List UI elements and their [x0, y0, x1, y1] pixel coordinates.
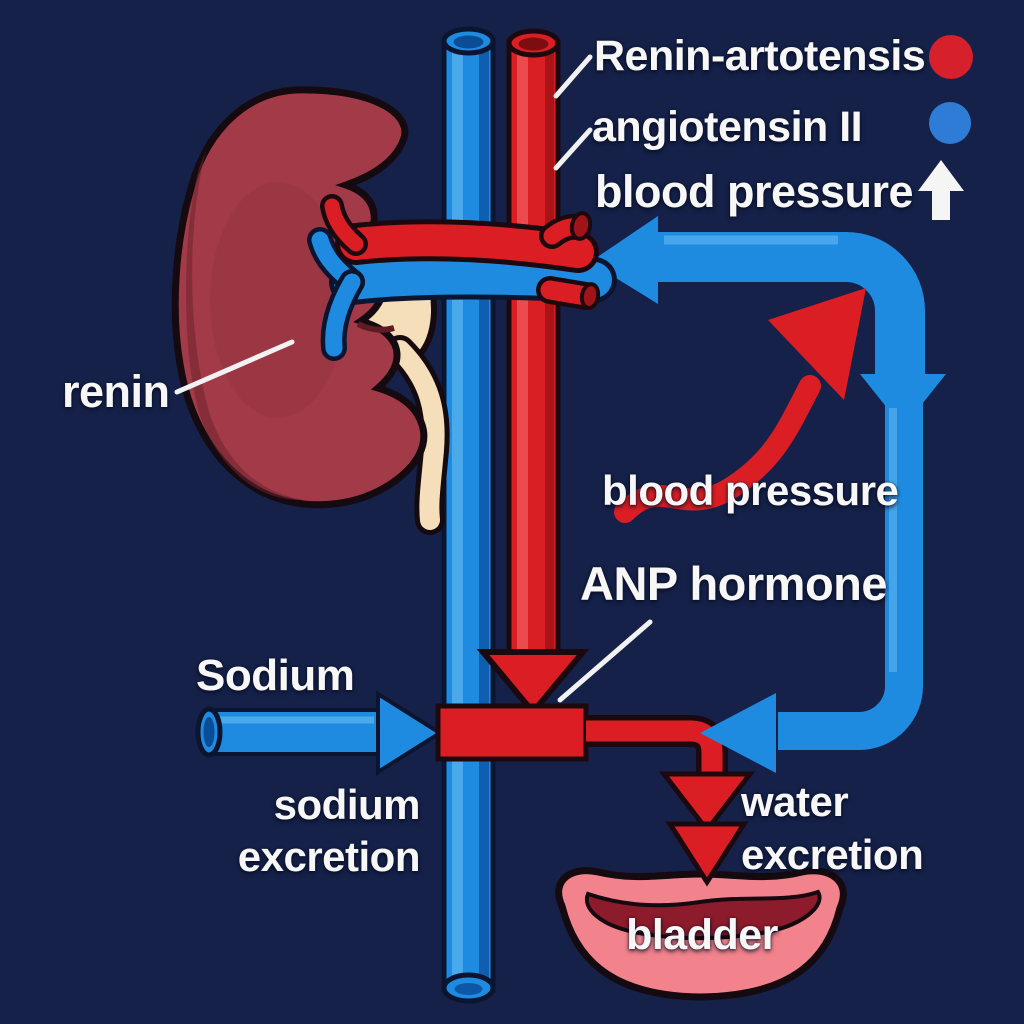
legend-label-renin-angiotensin: Renin-artotensis	[594, 32, 926, 80]
artery-stub-upper-cap	[569, 211, 593, 241]
sodium-excretion-line2: excretion	[237, 833, 421, 880]
blood-pressure-rise-arrow	[614, 288, 866, 523]
blue-vessel-pipe	[441, 26, 496, 1004]
legend-label-angiotensin-2: angiotensin II	[592, 103, 863, 151]
hilum-notch-shade-2	[356, 321, 395, 333]
red-pipe-highlight	[517, 52, 528, 652]
bladder-opening	[584, 889, 822, 941]
water-excretion-line1: water	[741, 778, 849, 825]
blue-pipe-bottom-lumen	[454, 983, 483, 995]
feedback-loop-upper-pipe	[650, 232, 925, 378]
rise-arrow-tail	[614, 375, 821, 523]
leader-line-renin-angiotensin	[553, 54, 593, 99]
feedback-arrowhead-to-anp	[700, 693, 776, 773]
sodium-label: Sodium	[196, 651, 355, 700]
rise-arrowhead	[768, 288, 866, 400]
renal-vein-branch-down	[325, 273, 361, 357]
blue-pipe-highlight	[452, 50, 463, 980]
leader-lines	[174, 54, 653, 703]
legend-blue-circle-icon	[929, 102, 971, 144]
red-pipe-shade	[545, 52, 554, 652]
red-pipe-down-arrowhead	[476, 649, 590, 717]
water-arrow-chevron-1	[658, 771, 756, 835]
artery-stubs	[536, 211, 601, 310]
anp-node	[435, 703, 589, 762]
water-excretion-tube	[586, 715, 756, 887]
leader-line-angiotensin	[553, 127, 593, 171]
kidney-body	[171, 86, 428, 509]
leader-line-renin	[174, 339, 295, 395]
blue-pipe-top-lumen	[453, 35, 484, 49]
artery-stub-lower	[540, 280, 596, 306]
sodium-arrowhead	[376, 690, 444, 776]
water-excretion-label: water excretion	[741, 775, 924, 881]
bladder-label: bladder	[626, 911, 778, 959]
legend-label-blood-pressure: blood pressure	[595, 166, 914, 217]
sodium-pipe-lumen	[203, 717, 215, 747]
renal-artery-branch-up	[324, 198, 364, 252]
sodium-excretion-label: sodium excretion	[178, 779, 421, 883]
ureter	[390, 340, 445, 530]
water-arrow-chevron-2	[665, 821, 749, 887]
sodium-arrow	[195, 690, 444, 776]
anp-hormone-label: ANP hormone	[580, 557, 888, 610]
water-excretion-line2: excretion	[741, 831, 924, 878]
bladder-illustration	[555, 867, 847, 1001]
feedback-loop-lower	[778, 400, 923, 750]
artery-stub-lower-cap	[579, 282, 601, 310]
water-tube	[586, 720, 723, 772]
feedback-loop-lower-pipe	[778, 400, 923, 750]
feedback-arrowhead-to-kidney	[590, 216, 658, 304]
blue-pipe-shade	[479, 50, 489, 980]
legend-red-circle-icon	[929, 35, 973, 79]
red-vessel-pipe	[506, 28, 561, 661]
blood-pressure-up-arrow-icon	[918, 160, 964, 220]
kidney-illustration	[171, 86, 450, 535]
renin-label: renin	[62, 366, 170, 417]
blood-pressure-label: blood pressure	[602, 467, 899, 514]
red-pipe-top-lumen	[518, 37, 549, 51]
feedback-loop-upper	[590, 216, 946, 428]
sodium-excretion-line1: sodium	[273, 781, 421, 828]
kidney-shading	[185, 150, 305, 501]
leader-line-anp	[557, 619, 653, 703]
